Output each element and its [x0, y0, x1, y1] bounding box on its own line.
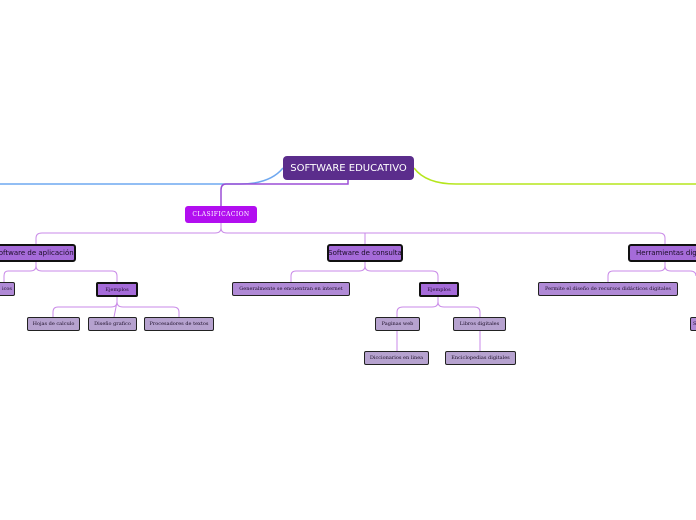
herramientas-descripcion-node[interactable]: Permite el diseño de recursos didácticos…: [538, 282, 678, 296]
software-consulta-node[interactable]: Software de consulta: [327, 244, 403, 262]
diccionarios-en-linea-node[interactable]: Diccionarios en linea: [364, 351, 429, 365]
aplicacion-ejemplos-node[interactable]: Ejemplos: [96, 282, 138, 297]
root-node-software-educativo[interactable]: SOFTWARE EDUCATIVO: [283, 156, 414, 180]
consulta-ejemplos-node[interactable]: Ejemplos: [419, 282, 459, 297]
consulta-branch-line: [290, 262, 439, 282]
hojas-de-calculo-node[interactable]: Hojas de calculo: [27, 317, 80, 331]
software-aplicacion-node[interactable]: Software de aplicación: [0, 244, 76, 262]
consulta-descripcion-node[interactable]: Generalmente se encuentran en internet: [232, 282, 350, 296]
consulta-ejemplos-line: [396, 297, 481, 317]
enciclopedias-digitales-node[interactable]: Enciclopedias digitales: [445, 351, 516, 365]
aplicacion-descripcion-node[interactable]: icos: [0, 282, 15, 296]
clasificacion-to-categories-line: [35, 223, 666, 244]
aplicacion-ejemplos-line: [52, 297, 180, 318]
herramientas-branch-line: [607, 262, 696, 282]
diseno-grafico-node[interactable]: Diseño grafico: [88, 317, 137, 331]
aplicacion-branch-line: [3, 262, 118, 282]
herramientas-digitales-node[interactable]: Herramientas digitales: [628, 244, 696, 262]
paginas-web-node[interactable]: Paginas web: [375, 317, 420, 331]
blue-branch-line: [0, 167, 284, 185]
libros-digitales-node[interactable]: Libros digitales: [453, 317, 506, 331]
clasificacion-node[interactable]: CLASIFICACION: [185, 206, 257, 223]
procesadores-de-textos-node[interactable]: Procesadores de textos: [144, 317, 214, 331]
root-to-clasificacion-line: [220, 180, 349, 206]
herramientas-cortado-node[interactable]: S: [690, 317, 696, 331]
green-branch-line: [413, 167, 696, 185]
